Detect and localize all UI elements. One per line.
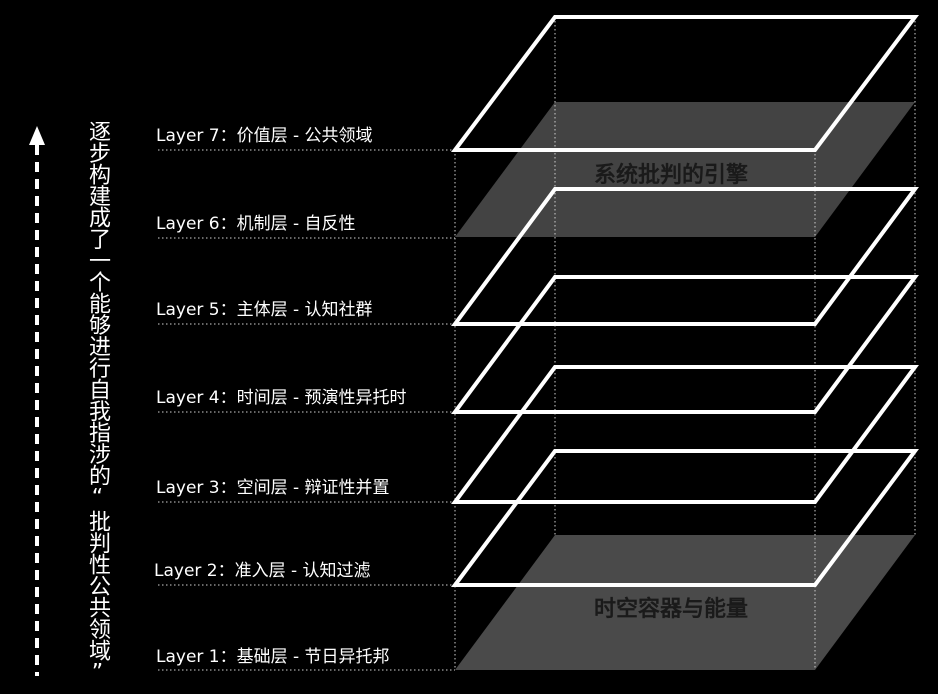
top-plane-label: 系统批判的引擎 bbox=[594, 163, 749, 188]
layer-4-label: Layer 4：时间层 - 预演性异托时 bbox=[156, 388, 407, 408]
filled-plane-top bbox=[455, 102, 915, 237]
layer-3-label: Layer 3：空间层 - 辩证性并置 bbox=[156, 478, 390, 498]
vertical-caption: 逐步构建成了一个能够进行自我指涉的“批判性公共领域” bbox=[85, 120, 110, 685]
layer-2-label: Layer 2：准入层 - 认知过滤 bbox=[154, 561, 371, 581]
outlined-plane-2 bbox=[451, 449, 919, 587]
outlined-plane-7 bbox=[450, 15, 920, 152]
outlined-plane-3 bbox=[451, 365, 919, 504]
layer-7-label: Layer 7：价值层 - 公共领域 bbox=[156, 126, 373, 146]
layer-1-label: Layer 1：基础层 - 节日异托邦 bbox=[156, 647, 390, 667]
progress-arrow-head bbox=[29, 126, 45, 145]
layer-5-label: Layer 5：主体层 - 认知社群 bbox=[156, 300, 373, 320]
filled-plane-bottom bbox=[455, 535, 915, 670]
layer-6-label: Layer 6：机制层 - 自反性 bbox=[156, 214, 356, 234]
bottom-plane-label: 时空容器与能量 bbox=[594, 597, 749, 622]
outlined-plane-4 bbox=[451, 275, 919, 414]
outlined-plane-5 bbox=[451, 187, 919, 326]
